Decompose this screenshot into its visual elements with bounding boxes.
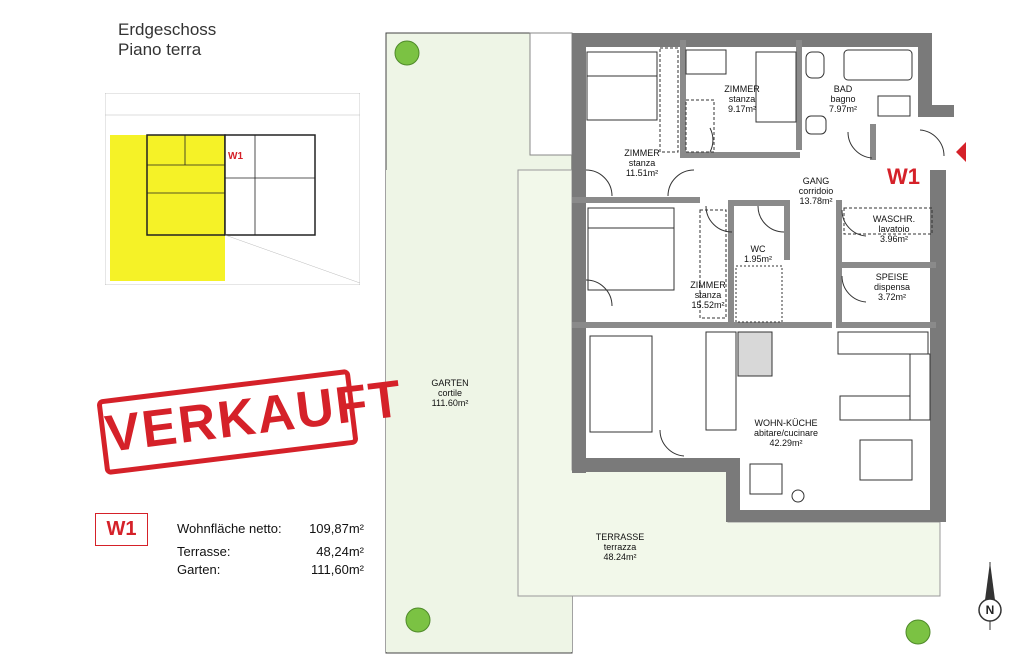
room-area: 13.78m² [799,196,833,206]
doors [585,127,945,457]
room-area: 42.29m² [769,438,803,448]
floor-title-de: Erdgeschoss [118,20,217,39]
interior-walls [572,40,936,328]
room-name: ZIMMER [690,280,726,290]
room-name: WC [750,244,766,254]
room-zimmer-2: ZIMMER stanza 9.17m² [712,84,772,114]
key-plan-building [224,134,316,236]
floor-title-it: Piano terra [118,40,202,59]
area-terrasse: TERRASSE terrazza 48.24m² [588,532,652,562]
north-compass-icon [978,562,1002,630]
room-name-it: cortile [437,388,462,398]
area-label-terrasse: Terrasse: [177,544,231,559]
unit-badge: W1 [887,164,920,189]
room-name: TERRASSE [595,532,645,542]
key-plan: W1 [105,93,360,285]
room-area: 3.72m² [877,292,906,302]
area-value-garten: 111,60m² [311,562,364,577]
room-speise: SPEISE dispensa 3.72m² [862,272,922,302]
entrance-marker-icon [956,142,966,162]
room-wohn-kueche: WOHN-KÜCHE abitare/cucinare 42.29m² [736,418,836,448]
area-value-terrasse: 48,24m² [316,544,364,559]
room-name-it: bagno [830,94,856,104]
room-name: WOHN-KÜCHE [754,418,818,428]
room-name-it: terrazza [603,542,637,552]
room-area: 7.97m² [828,104,857,114]
furniture [586,47,933,503]
room-name: BAD [833,84,853,94]
north-label: N [985,603,995,617]
area-label-garten: Garten: [177,562,221,577]
room-zimmer-3: ZIMMER stanza 15.52m² [678,280,738,310]
exterior-walls [572,33,954,522]
room-bad: BAD bagno 7.97m² [818,84,868,114]
area-garten: GARTEN cortile 111.60m² [420,378,480,408]
room-name-it: abitare/cucinare [753,428,819,438]
room-name-it: lavatoio [878,224,910,234]
room-wc: WC 1.95m² [738,244,778,264]
tree-icons [394,40,931,645]
room-name-it: corridoio [798,186,834,196]
area-value-wohnflaeche: 109,87m² [309,521,364,536]
room-name: GANG [802,176,830,186]
room-zimmer-1: ZIMMER stanza 11.51m² [612,148,672,178]
room-name: WASCHR. [872,214,916,224]
key-plan-unit [146,134,226,236]
room-waschr: WASCHR. lavatoio 3.96m² [864,214,924,244]
room-name-it: dispensa [873,282,911,292]
unit-label-box: W1 [95,513,148,546]
neighbour-strip [529,32,573,156]
room-name: ZIMMER [624,148,660,158]
room-name: GARTEN [431,378,469,388]
key-plan-unit-tag: W1 [228,151,243,162]
area-label-wohnflaeche: Wohnfläche netto: [177,521,282,536]
room-name-it: stanza [628,158,656,168]
room-area: 9.17m² [727,104,756,114]
room-name-it: stanza [694,290,722,300]
room-area: 111.60m² [431,398,469,408]
room-area: 3.96m² [879,234,908,244]
room-area: 15.52m² [691,300,725,310]
room-gang: GANG corridoio 13.78m² [783,176,849,206]
room-area: 11.51m² [625,168,659,178]
room-name: ZIMMER [724,84,760,94]
room-area: 48.24m² [603,552,637,562]
room-area: 1.95m² [743,254,772,264]
room-name: SPEISE [875,272,909,282]
room-name-it: stanza [728,94,756,104]
